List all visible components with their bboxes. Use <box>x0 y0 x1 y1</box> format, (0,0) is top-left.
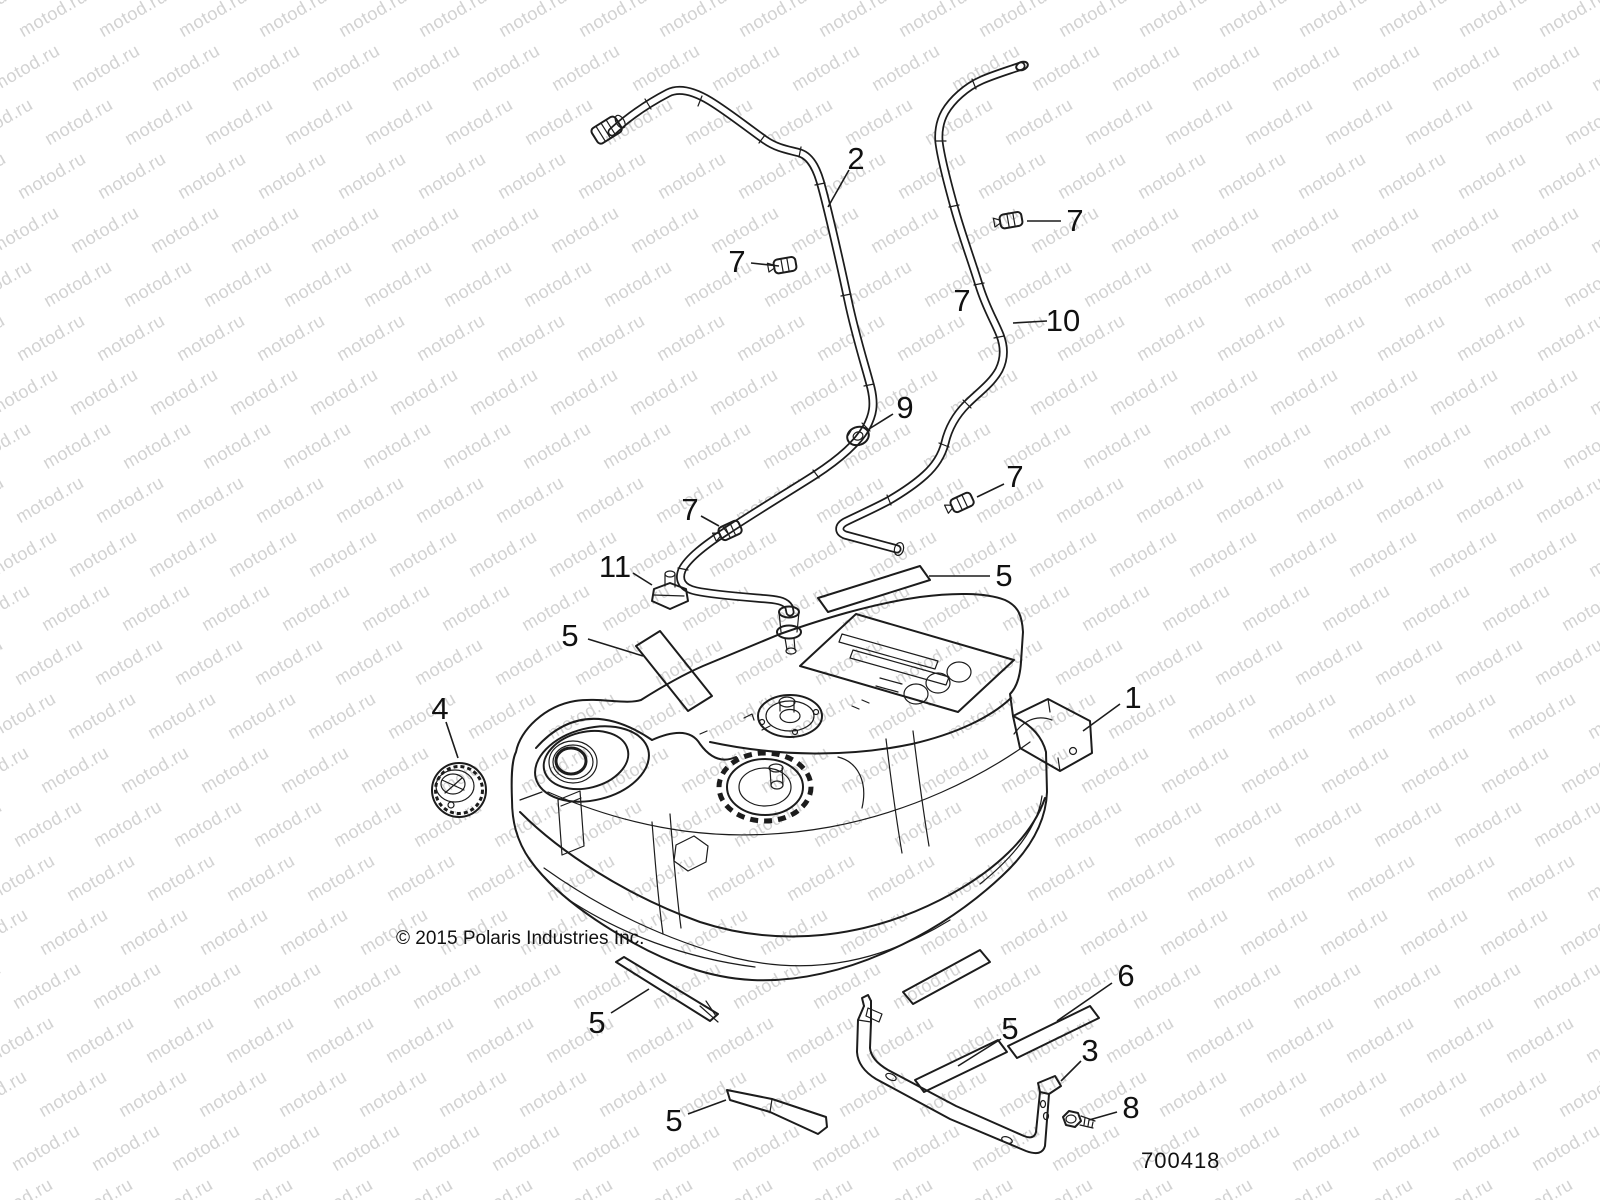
callout-7: 7 <box>681 492 720 527</box>
foam-strip <box>726 1089 828 1135</box>
tank-strap <box>856 994 1062 1155</box>
callout-number: 2 <box>847 141 864 176</box>
callout-number: 5 <box>1001 1011 1018 1046</box>
callout-9: 9 <box>868 390 914 430</box>
callout-leader-line <box>1012 320 1048 324</box>
hose-quick-connector <box>590 114 626 145</box>
callout-4: 4 <box>431 691 459 759</box>
tank-mounting-tab <box>1012 698 1093 772</box>
callout-leader-line <box>1088 1111 1118 1121</box>
callout-7: 7 <box>953 283 970 318</box>
fuel-line-hose <box>835 60 1029 556</box>
callout-leader-line <box>632 572 653 586</box>
callout-11: 11 <box>599 549 653 586</box>
callout-number: 8 <box>1122 1090 1139 1125</box>
callout-leader-line <box>587 638 644 657</box>
callout-5: 5 <box>561 618 644 657</box>
fuel-cap <box>431 762 487 818</box>
callout-5: 5 <box>588 988 650 1040</box>
diagram-number: 700418 <box>1141 1148 1221 1173</box>
grommet <box>846 425 870 447</box>
foam-strip <box>817 565 931 613</box>
callout-leader-line <box>1082 703 1121 732</box>
callout-number: 9 <box>896 390 913 425</box>
callout-8: 8 <box>1088 1090 1140 1125</box>
foam-strip <box>635 630 713 712</box>
callout-1: 1 <box>1082 680 1142 732</box>
tank-warning-label <box>799 613 1015 713</box>
callout-leader-line <box>957 1038 1002 1067</box>
callout-number: 5 <box>588 1005 605 1040</box>
vent-line-hose <box>607 85 878 617</box>
callout-leader-line <box>700 515 720 527</box>
callout-leader-line <box>827 169 850 208</box>
callout-leader-line <box>687 1099 727 1115</box>
hose-elbow-fitting <box>776 605 802 655</box>
callout-leader-line <box>445 721 459 759</box>
hose-clip <box>992 211 1024 230</box>
callout-7: 7 <box>728 244 780 279</box>
hose-clip <box>766 256 798 275</box>
foam-strip <box>902 949 991 1005</box>
callout-6: 6 <box>1056 958 1135 1022</box>
foam-strip <box>615 956 719 1023</box>
callout-number: 4 <box>431 691 448 726</box>
fuel-tank <box>510 593 1048 982</box>
retainer-bracket <box>651 570 689 610</box>
callout-leader-line <box>1060 1060 1082 1082</box>
callout-5: 5 <box>957 1011 1019 1067</box>
foam-strip <box>914 1039 1008 1093</box>
callout-10: 10 <box>1012 303 1080 338</box>
callout-leader-line <box>868 413 894 430</box>
callout-number: 7 <box>681 492 698 527</box>
callout-number: 5 <box>561 618 578 653</box>
callout-number: 5 <box>665 1103 682 1138</box>
callout-7: 7 <box>1027 203 1084 238</box>
callout-7: 7 <box>976 459 1024 498</box>
callout-number: 11 <box>599 549 631 584</box>
heat-shield-strip <box>1007 1005 1100 1059</box>
bolt <box>1062 1110 1096 1129</box>
callout-layer: 2 7 7 7 10 9 7 7 11 5 5 4 1 5 6 5 3 5 8 <box>431 141 1141 1138</box>
callout-5: 5 <box>665 1099 727 1138</box>
copyright-text: © 2015 Polaris Industries Inc. <box>396 928 645 949</box>
callout-number: 5 <box>995 558 1012 593</box>
callout-2: 2 <box>827 141 865 208</box>
callout-3: 3 <box>1060 1033 1099 1082</box>
callout-leader-line <box>750 262 780 267</box>
filler-neck <box>534 725 650 803</box>
callout-number: 1 <box>1124 680 1141 715</box>
fuel-pump-flange <box>757 694 823 738</box>
hose-clip <box>711 519 743 542</box>
callout-number: 7 <box>1066 203 1083 238</box>
callout-number: 7 <box>953 283 970 318</box>
callout-leader-line <box>976 483 1005 498</box>
fuel-pump-lock-ring <box>716 750 814 824</box>
callout-leader-line <box>610 988 650 1014</box>
callout-number: 7 <box>1006 459 1023 494</box>
callout-number: 10 <box>1046 303 1080 338</box>
callout-number: 6 <box>1117 958 1134 993</box>
callout-leader-line <box>1056 982 1113 1022</box>
callout-number: 7 <box>728 244 745 279</box>
hose-clip <box>943 491 975 514</box>
callout-number: 3 <box>1081 1033 1098 1068</box>
callout-5: 5 <box>929 558 1013 593</box>
